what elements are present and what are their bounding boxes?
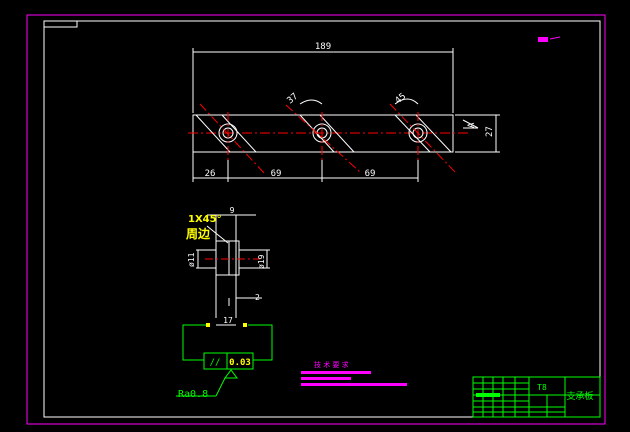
- chamfer-note-2: 周边: [186, 226, 211, 241]
- tech-requirement-line-1: [301, 371, 371, 374]
- tech-requirement-line-3: [301, 383, 407, 386]
- layer-marker-tick: [549, 36, 561, 40]
- outer-border: [26, 14, 606, 425]
- title-material: T8: [537, 383, 547, 392]
- tolerance-value: 0.03: [229, 358, 251, 368]
- chamfer-note-1: 1X45°: [188, 214, 222, 225]
- layer-marker: [538, 37, 548, 42]
- inner-frame: [43, 20, 601, 418]
- title-block-fill: [476, 393, 500, 397]
- dim-17-tick-left: [206, 323, 210, 327]
- dim-phi-right-text: ø19: [257, 254, 266, 269]
- dim-a-text: A: [467, 122, 477, 128]
- slot-center-lines: [199, 103, 456, 175]
- section-outline: [215, 240, 237, 276]
- dim-69a-text: 69: [271, 169, 282, 179]
- section-inner: [228, 240, 240, 276]
- tech-requirement-line-2: [301, 377, 351, 380]
- angle-dim-1-text: 37: [286, 92, 301, 107]
- tech-requirements-title: 技 术 要 求: [314, 360, 349, 369]
- roughness-leader: [215, 377, 226, 397]
- title-block: [472, 376, 601, 418]
- tolerance-frame: [203, 352, 254, 370]
- dim-69b-text: 69: [365, 169, 376, 179]
- tolerance-frame-lines: [182, 324, 273, 361]
- section-extension-lines: [196, 214, 270, 318]
- roughness-symbol: [224, 369, 238, 379]
- corner-tab: [44, 21, 78, 28]
- roughness-text: Ra0.8: [178, 389, 208, 400]
- dim-phi-left-text: ø11: [187, 252, 196, 267]
- dim-9-text: 9: [230, 206, 235, 215]
- title-part-name: 支承板: [566, 390, 593, 402]
- dim-189: [192, 48, 454, 113]
- dim-bottom: [192, 152, 419, 182]
- dim-17-text: 17: [223, 316, 233, 325]
- dim-27-text: 27: [485, 126, 495, 137]
- angle-dim-1: [299, 99, 323, 105]
- angle-dim-2-text: 45: [394, 92, 409, 107]
- angle-dim-2: [394, 98, 419, 105]
- dim-17-tick-right: [243, 323, 247, 327]
- dim-189-text: 189: [315, 42, 331, 52]
- tolerance-symbol: //: [210, 358, 221, 368]
- chamfer-leader: [206, 225, 229, 244]
- dim-2-text: 2: [255, 293, 260, 302]
- dim-26-text: 26: [205, 169, 216, 179]
- dim-27: [455, 114, 500, 153]
